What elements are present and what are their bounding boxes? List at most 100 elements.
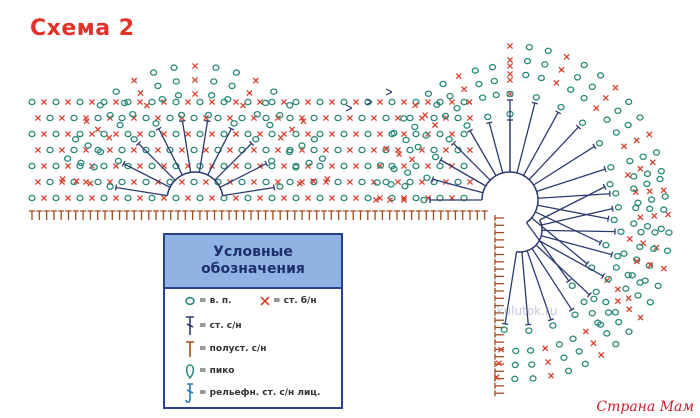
chain-icon bbox=[185, 296, 195, 306]
sc-stitch bbox=[431, 121, 439, 129]
chain-stitch bbox=[632, 204, 640, 212]
sc-stitch bbox=[324, 175, 331, 183]
sc-stitch bbox=[232, 194, 240, 202]
sc-stitch bbox=[394, 178, 402, 186]
chain-stitch bbox=[611, 309, 620, 316]
chain-stitch bbox=[166, 114, 174, 122]
chain-stitch bbox=[522, 71, 530, 79]
sc-stitch bbox=[466, 99, 473, 106]
sc-stitch bbox=[40, 162, 48, 170]
chain-stitch bbox=[590, 295, 598, 303]
chain-stitch bbox=[388, 98, 396, 106]
chain-stitch bbox=[478, 94, 487, 101]
chain-stitch bbox=[262, 114, 270, 122]
sc-stitch bbox=[626, 306, 633, 313]
chain-stitch bbox=[100, 162, 108, 170]
sc-stitch bbox=[274, 146, 282, 154]
chain-stitch bbox=[388, 194, 396, 202]
sc-stitch bbox=[191, 76, 199, 84]
chain-stitch bbox=[120, 99, 129, 107]
site-watermark-mid: kulutok.ru bbox=[497, 304, 558, 318]
sc-stitch bbox=[400, 162, 408, 170]
chain-stitch bbox=[63, 155, 72, 162]
sc-stitch bbox=[637, 214, 644, 221]
sc-stitch bbox=[647, 261, 654, 269]
chain-stitch bbox=[430, 146, 438, 154]
chain-stitch bbox=[594, 319, 602, 326]
sc-stitch bbox=[493, 374, 500, 381]
sc-stitch bbox=[280, 194, 288, 202]
dc-stitch bbox=[214, 142, 253, 181]
chain-stitch bbox=[430, 114, 438, 122]
sc-stitch bbox=[232, 130, 240, 138]
chain-stitch bbox=[285, 148, 294, 156]
chain-stitch bbox=[544, 47, 552, 55]
chain-stitch bbox=[460, 162, 468, 170]
sc-stitch bbox=[352, 162, 360, 170]
chain-stitch bbox=[224, 95, 232, 103]
sc-stitch bbox=[448, 98, 456, 106]
sc-stitch bbox=[40, 130, 48, 138]
sc-stitch bbox=[136, 130, 144, 138]
sc-stitch bbox=[602, 94, 609, 102]
chain-stitch bbox=[118, 178, 126, 186]
chain-stitch bbox=[172, 194, 180, 202]
chain-stitch bbox=[100, 98, 108, 106]
chain-stitch bbox=[76, 98, 84, 106]
sc-stitch bbox=[130, 178, 138, 186]
sc-stitch bbox=[250, 146, 258, 154]
chain-stitch bbox=[318, 155, 327, 162]
chain-stitch bbox=[148, 194, 156, 202]
chain-stitch bbox=[268, 98, 276, 106]
dc-stitch bbox=[115, 186, 168, 197]
chain-stitch bbox=[615, 318, 623, 326]
sc-stitch bbox=[424, 98, 432, 106]
legend-item-dc: = ст. с/н bbox=[183, 315, 242, 337]
chain-stitch bbox=[511, 361, 519, 369]
chain-stitch bbox=[423, 174, 431, 181]
sc-stitch bbox=[280, 98, 288, 106]
chain-stitch bbox=[431, 153, 440, 161]
chain-stitch bbox=[610, 216, 618, 224]
chain-stitch bbox=[596, 72, 605, 79]
chain-stitch bbox=[116, 121, 124, 129]
dc-stitch bbox=[538, 240, 604, 277]
chain-stitch bbox=[541, 61, 549, 68]
chain-stitch bbox=[28, 130, 36, 138]
sc-stitch bbox=[178, 178, 186, 186]
sc-stitch bbox=[64, 98, 72, 106]
chain-stitch bbox=[170, 64, 178, 71]
sc-stitch bbox=[649, 159, 656, 166]
chain-stitch bbox=[555, 341, 564, 348]
chain-stitch bbox=[382, 114, 390, 122]
chain-stitch bbox=[654, 282, 662, 290]
sc-stitch bbox=[400, 130, 408, 138]
sc-stitch bbox=[372, 196, 380, 204]
sc-stitch bbox=[448, 130, 456, 138]
chain-stitch bbox=[617, 228, 625, 236]
sc-stitch bbox=[542, 345, 549, 352]
chain-stitch bbox=[656, 175, 664, 183]
chain-stitch bbox=[172, 98, 180, 106]
dc-stitch bbox=[541, 235, 612, 256]
chain-stitch bbox=[358, 178, 366, 186]
chain-stitch bbox=[580, 61, 588, 69]
chain-stitch bbox=[100, 130, 108, 138]
dc-stitch bbox=[533, 145, 595, 186]
chain-stitch bbox=[196, 194, 204, 202]
sc-stitch bbox=[328, 98, 336, 106]
sc-stitch bbox=[34, 178, 42, 186]
chain-stitch bbox=[412, 194, 420, 202]
chain-stitch bbox=[268, 130, 276, 138]
chain-stitch bbox=[512, 347, 520, 355]
sc-stitch bbox=[495, 360, 502, 367]
dc-stitch bbox=[222, 186, 275, 197]
sc-stitch bbox=[582, 328, 589, 335]
chain-stitch bbox=[606, 180, 614, 188]
chain-stitch bbox=[230, 120, 238, 127]
chain-stitch bbox=[626, 157, 634, 165]
dc-stitch bbox=[521, 251, 529, 325]
sc-stitch bbox=[506, 70, 514, 78]
chain-stitch bbox=[244, 162, 252, 170]
sc-stitch bbox=[106, 146, 114, 154]
